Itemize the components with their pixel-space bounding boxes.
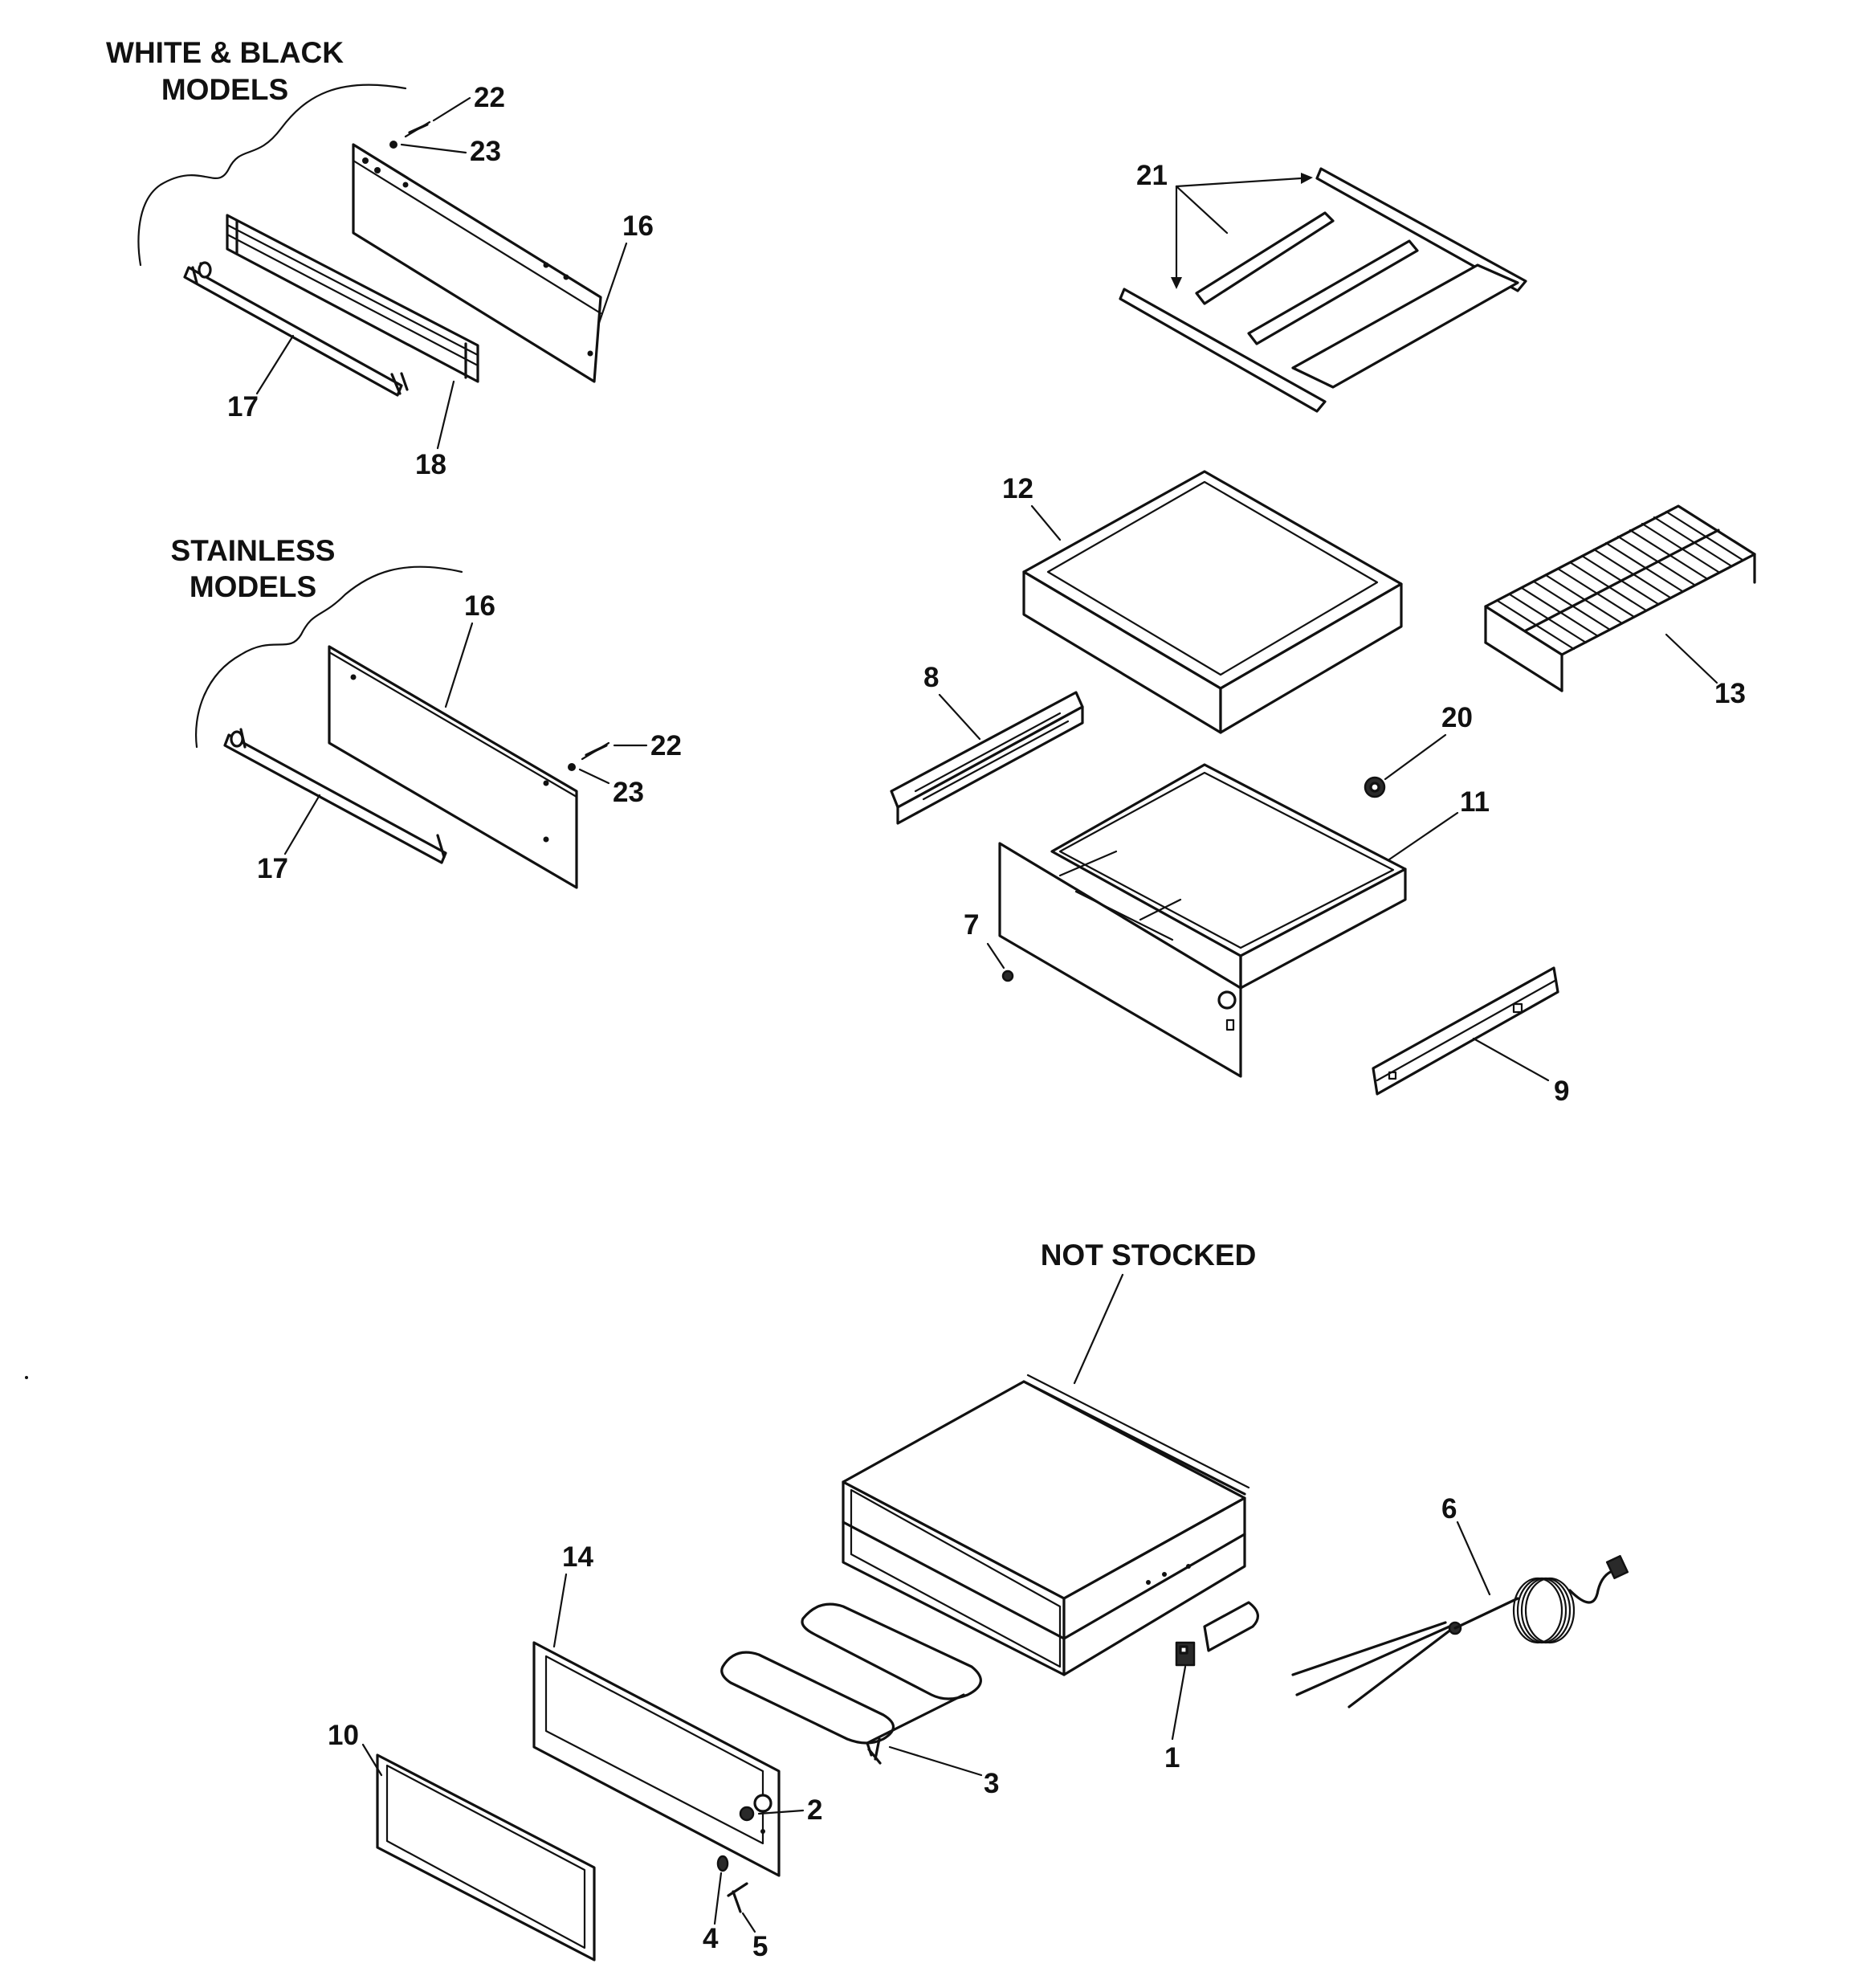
screw-7 bbox=[1001, 970, 1014, 982]
callout-21-group: 21 bbox=[1136, 160, 1313, 289]
front-panel-stainless bbox=[328, 645, 578, 889]
callout-12: 12 bbox=[1002, 473, 1033, 504]
callouts-stainless: 16 22 23 17 bbox=[257, 590, 682, 884]
callout-12-group: 12 bbox=[1002, 473, 1062, 541]
callout-5-group: 5 bbox=[741, 1912, 768, 1962]
callout-11-group: 11 bbox=[1388, 786, 1490, 861]
switch-1 bbox=[1175, 1601, 1259, 1667]
trim-strip-9 bbox=[1372, 966, 1559, 1096]
callout-2: 2 bbox=[807, 1794, 822, 1826]
callout-16: 16 bbox=[622, 210, 654, 242]
not-stocked-label-group: NOT STOCKED bbox=[1041, 1239, 1257, 1385]
stainless-label-line2: MODELS bbox=[190, 570, 316, 603]
callout-8: 8 bbox=[923, 662, 939, 693]
callout-20-group: 20 bbox=[1384, 702, 1473, 781]
not-stocked-label: NOT STOCKED bbox=[1041, 1239, 1257, 1272]
scan-speck bbox=[25, 1376, 28, 1379]
callout-10: 10 bbox=[328, 1720, 359, 1751]
screw-4 bbox=[716, 1855, 729, 1872]
callout-2-group: 2 bbox=[757, 1794, 822, 1826]
screw-22-stainless bbox=[581, 741, 610, 761]
section-bracket-curve bbox=[195, 565, 463, 749]
callout-17: 17 bbox=[257, 853, 288, 884]
callout-10-group: 10 bbox=[328, 1720, 383, 1777]
callout-18: 18 bbox=[415, 449, 446, 480]
front-panel-white-black bbox=[352, 143, 602, 383]
pin-23-stainless bbox=[568, 763, 576, 771]
callout-4-group: 4 bbox=[703, 1872, 723, 1954]
white-black-label-line1: WHITE & BLACK bbox=[106, 36, 344, 69]
callout-1: 1 bbox=[1164, 1742, 1180, 1774]
callout-9: 9 bbox=[1554, 1076, 1569, 1107]
callout-16: 16 bbox=[464, 590, 495, 622]
drawer-slide-8 bbox=[890, 691, 1084, 825]
handle-17-white-black bbox=[183, 261, 409, 397]
warming-pan-12 bbox=[1022, 470, 1403, 734]
callout-20: 20 bbox=[1441, 702, 1473, 733]
callout-7-group: 7 bbox=[964, 909, 1005, 970]
callout-6: 6 bbox=[1441, 1493, 1457, 1525]
pin-5 bbox=[727, 1882, 748, 1913]
callout-3-group: 3 bbox=[888, 1745, 999, 1799]
handle-17-stainless bbox=[223, 728, 447, 864]
inner-panel-14 bbox=[532, 1641, 781, 1877]
handle-bracket-18 bbox=[226, 214, 479, 383]
callout-23: 23 bbox=[470, 136, 501, 167]
callout-5: 5 bbox=[752, 1931, 768, 1962]
callout-22: 22 bbox=[650, 730, 682, 761]
pin-23-white-black bbox=[389, 141, 397, 149]
screw-22-white-black bbox=[404, 120, 431, 138]
heating-element-3 bbox=[720, 1602, 982, 1765]
section-stainless-models: STAINLESS MODELS bbox=[171, 534, 463, 749]
callout-13-group: 13 bbox=[1665, 633, 1746, 709]
callout-13: 13 bbox=[1714, 678, 1746, 709]
stainless-label-line1: STAINLESS bbox=[171, 534, 336, 567]
callout-4: 4 bbox=[703, 1923, 719, 1954]
callout-6-group: 6 bbox=[1441, 1493, 1491, 1596]
power-cord-6 bbox=[1291, 1554, 1629, 1708]
callout-14-group: 14 bbox=[552, 1541, 593, 1648]
callout-17: 17 bbox=[227, 391, 259, 423]
clip-20 bbox=[1364, 776, 1386, 798]
wire-rack-13 bbox=[1484, 504, 1756, 692]
callout-7: 7 bbox=[964, 909, 979, 941]
section-white-black-models: WHITE & BLACK MODELS bbox=[106, 36, 407, 267]
callout-9-group: 9 bbox=[1472, 1037, 1569, 1107]
callout-1-group: 1 bbox=[1164, 1665, 1187, 1774]
cabinet-housing bbox=[842, 1374, 1250, 1676]
rack-rails-21 bbox=[1119, 167, 1527, 413]
section-bracket-curve bbox=[137, 84, 407, 267]
callout-22: 22 bbox=[474, 82, 505, 113]
callout-21: 21 bbox=[1136, 160, 1168, 191]
callout-11: 11 bbox=[1460, 786, 1490, 818]
callout-3: 3 bbox=[984, 1768, 999, 1799]
window-frame-10 bbox=[376, 1753, 596, 1961]
callout-14: 14 bbox=[562, 1541, 593, 1573]
warming-drawer-11 bbox=[998, 763, 1407, 1078]
callout-23: 23 bbox=[613, 777, 644, 808]
callouts-white-black: 22 23 16 17 18 bbox=[227, 82, 654, 480]
callout-8-group: 8 bbox=[923, 662, 981, 741]
white-black-label-line2: MODELS bbox=[161, 73, 288, 106]
